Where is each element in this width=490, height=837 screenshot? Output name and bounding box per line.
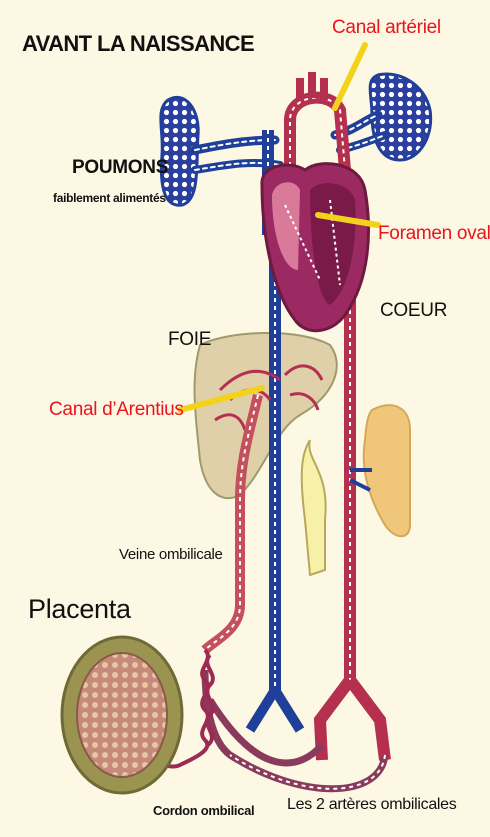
- label-poumons: POUMONS: [72, 158, 168, 177]
- diagram-title: AVANT LA NAISSANCE: [22, 33, 254, 55]
- label-veine-ombilicale: Veine ombilicale: [119, 547, 223, 562]
- label-placenta: Placenta: [28, 596, 131, 623]
- label-foie: FOIE: [168, 330, 211, 349]
- label-foramen-ovale: Foramen ovale: [378, 224, 490, 243]
- adrenal-ureter: [302, 440, 326, 575]
- label-coeur: COEUR: [380, 301, 447, 320]
- label-canal-arentius: Canal d’Arentius: [49, 400, 184, 419]
- label-canal-arteriel: Canal artériel: [332, 18, 441, 37]
- label-arteres-ombilicales: Les 2 artères ombilicales: [287, 797, 456, 813]
- placenta: [62, 637, 182, 793]
- label-poumons-sub: faiblement alimentés: [53, 192, 166, 204]
- label-cordon-ombilical: Cordon ombilical: [153, 804, 254, 817]
- pointer-canal-arteriel: [335, 45, 365, 108]
